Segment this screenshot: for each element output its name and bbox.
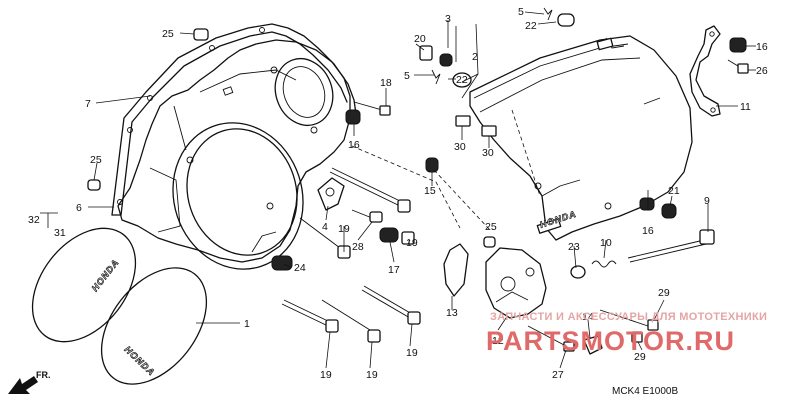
dowel-pin-part	[483, 236, 496, 248]
callout-20: 20	[414, 33, 426, 45]
callout-28: 28	[352, 241, 364, 253]
bracket-part	[317, 177, 345, 211]
washer-part	[661, 203, 677, 219]
grommet-part	[439, 53, 453, 67]
callout-18: 18	[380, 77, 392, 89]
callout-11: 11	[740, 101, 751, 113]
callout-12: 12	[492, 335, 504, 347]
callout-25b: 25	[90, 154, 102, 166]
bolt-part	[527, 325, 575, 352]
callout-4: 4	[322, 221, 328, 233]
callout-1: 1	[244, 318, 250, 330]
callout-32: 32	[28, 214, 40, 226]
svg-text:HONDA: HONDA	[123, 344, 157, 378]
long-bolt-part	[321, 299, 381, 343]
callout-17: 17	[388, 264, 400, 276]
bolt-part	[351, 209, 383, 223]
callout-numbers: 1 2 3 4 5 5 6 7 9 10 11 12 13 14 15 16 1…	[28, 6, 768, 381]
spring-part	[591, 260, 617, 268]
callout-27: 27	[552, 369, 564, 381]
callout-19e: 19	[406, 347, 418, 359]
callout-26: 26	[756, 65, 768, 77]
callout-22b: 22	[456, 74, 468, 86]
bolt-part	[647, 319, 659, 331]
callout-25a: 25	[162, 28, 174, 40]
callout-19d: 19	[366, 369, 378, 381]
clip-part	[543, 7, 553, 21]
callout-9: 9	[704, 195, 710, 207]
rubber-grommet-part	[729, 37, 747, 53]
side-cover-part: HONDA	[469, 35, 693, 241]
callout-29b: 29	[634, 351, 646, 363]
washer-part	[557, 13, 575, 27]
front-direction-arrow: FR.	[8, 370, 51, 394]
bolt-part	[353, 101, 391, 116]
callout-24: 24	[294, 262, 306, 274]
callout-22a: 22	[525, 20, 537, 32]
svg-text:HONDA: HONDA	[90, 257, 121, 293]
callout-14: 14	[582, 311, 594, 323]
rubber-grommet-part	[345, 109, 361, 125]
grommet-part	[379, 227, 399, 243]
callout-16b: 16	[756, 41, 768, 53]
long-bolt-part	[329, 167, 411, 213]
watermark-tagline: ЗАПЧАСТИ И АКСЕССУАРЫ ДЛЯ МОТОТЕХНИКИ	[490, 311, 767, 323]
diagram-code: MCK4 E1000B	[612, 386, 678, 397]
long-bolt-part	[281, 299, 339, 333]
callout-7: 7	[85, 98, 91, 110]
bracket-arm-part	[689, 25, 721, 117]
bolt-part	[727, 59, 749, 74]
callout-3: 3	[445, 13, 451, 25]
washer-part	[570, 265, 586, 279]
pump-housing-part	[485, 247, 547, 319]
clamp-part	[583, 335, 603, 355]
bolt-part	[631, 331, 643, 343]
callout-19c: 19	[320, 369, 332, 381]
callout-19b: 19	[406, 237, 418, 249]
callout-5a: 5	[518, 6, 524, 18]
callout-6: 6	[76, 202, 82, 214]
collar-part	[271, 255, 293, 271]
callout-2: 2	[472, 51, 478, 63]
rubber-grommet-part	[639, 197, 655, 211]
gasket-part	[111, 23, 357, 216]
long-bolt-part	[361, 285, 421, 325]
rubber-pad-part	[455, 115, 471, 127]
clip-part	[431, 69, 441, 85]
callout-29a: 29	[658, 287, 670, 299]
washer-part	[452, 72, 472, 88]
rubber-pad-part	[481, 125, 497, 137]
callout-25c: 25	[485, 221, 497, 233]
callout-16c: 16	[642, 225, 654, 237]
callout-10: 10	[600, 237, 612, 249]
callout-21: 21	[668, 185, 680, 197]
callout-30b: 30	[482, 147, 494, 159]
callout-16a: 16	[348, 139, 360, 151]
callout-30a: 30	[454, 141, 466, 153]
collar-part	[425, 157, 439, 173]
callout-23: 23	[568, 241, 580, 253]
shift-rod-part	[627, 229, 715, 263]
leader-lines	[40, 11, 756, 369]
dowel-pin-part	[193, 28, 209, 41]
left-crankcase-cover-part	[117, 39, 351, 270]
callout-31: 31	[54, 227, 66, 239]
callout-15: 15	[424, 185, 436, 197]
dowel-pin-part	[87, 179, 101, 191]
svg-text:FR.: FR.	[36, 370, 51, 380]
callout-5b: 5	[404, 70, 410, 82]
o-ring-part	[443, 243, 469, 297]
callout-13: 13	[446, 307, 458, 319]
watermark-site: PARTSMOTOR.RU	[486, 326, 735, 356]
callout-19a: 19	[338, 223, 350, 235]
